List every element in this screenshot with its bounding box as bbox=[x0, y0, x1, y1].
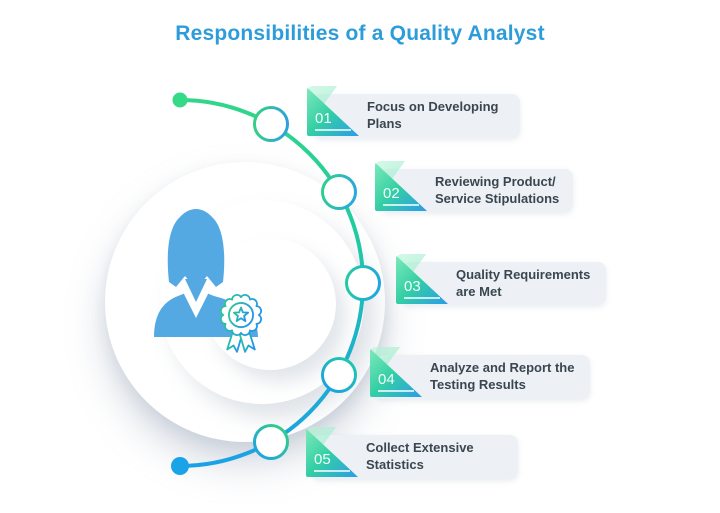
step-label-line1: Analyze and Report the bbox=[430, 360, 575, 376]
step-node-3 bbox=[345, 265, 381, 301]
step-node-1 bbox=[253, 106, 289, 142]
woman-silhouette-icon bbox=[154, 209, 262, 353]
award-rosette-ribbon-icon bbox=[220, 294, 262, 353]
arc-start-dot bbox=[172, 92, 188, 108]
step-node-4 bbox=[321, 357, 357, 393]
step-node-2 bbox=[321, 174, 357, 210]
step-label-line1: Quality Requirements bbox=[456, 266, 591, 282]
step-number-badge: 03 bbox=[396, 254, 448, 304]
step-number: 03 bbox=[404, 278, 440, 299]
step-number-badge: 04 bbox=[370, 347, 422, 397]
step-number: 04 bbox=[378, 371, 414, 392]
step-number-badge: 05 bbox=[306, 427, 358, 477]
step-number: 01 bbox=[315, 110, 351, 131]
step-number: 02 bbox=[383, 185, 419, 206]
step-label-line2: Service Stipulations bbox=[435, 190, 560, 206]
arc-end-dot bbox=[171, 457, 189, 475]
step-number: 05 bbox=[314, 451, 350, 472]
step-label-line2: are Met bbox=[456, 283, 502, 299]
step-label-line2: Plans bbox=[367, 116, 402, 131]
step-label-line1: Reviewing Product/ bbox=[435, 173, 556, 189]
step-label-line2: Testing Results bbox=[430, 377, 526, 392]
step-number-badge: 01 bbox=[307, 86, 359, 136]
step-label-line1: Focus on Developing bbox=[367, 99, 499, 115]
step-node-5 bbox=[253, 424, 289, 460]
step-number-badge: 02 bbox=[375, 161, 427, 211]
step-label-line2: Statistics bbox=[366, 457, 424, 472]
page-title: Responsibilities of a Quality Analyst bbox=[175, 22, 545, 45]
step-label-line1: Collect Extensive bbox=[366, 440, 474, 456]
star-icon bbox=[232, 306, 250, 322]
